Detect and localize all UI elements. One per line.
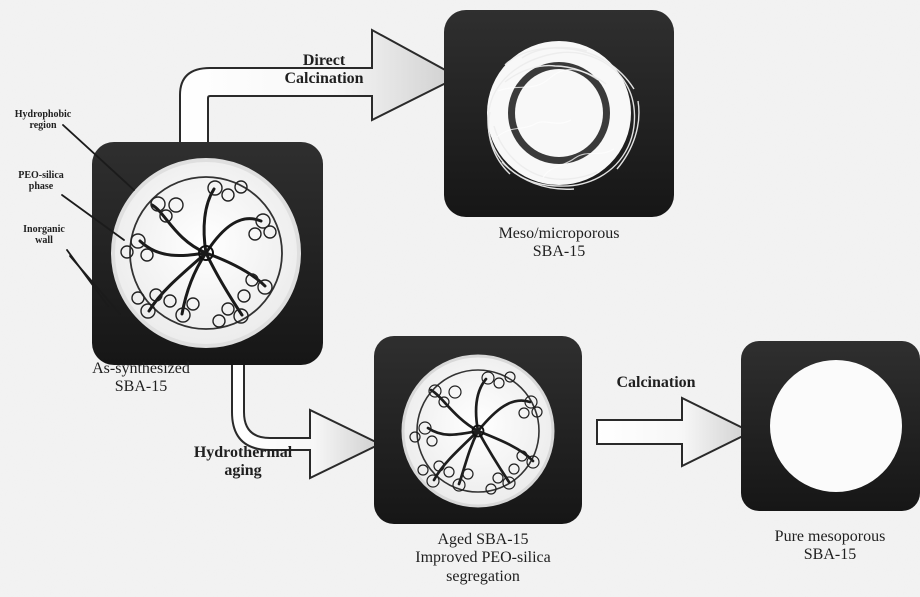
aged-sba15-panel [374, 336, 582, 524]
pure-mesoporous-label: Pure mesoporous SBA-15 [750, 528, 910, 565]
as-synthesized-panel [92, 142, 323, 365]
as-synthesized-label: As-synthesized SBA-15 [71, 360, 211, 397]
hydrothermal-aging-label: Hydrothermal aging [177, 444, 309, 481]
calcination-label: Calcination [605, 374, 707, 392]
peo-silica-phase-label: PEO-silica phase [16, 171, 66, 192]
aged-sba15-label: Aged SBA-15 Improved PEO-silica segregat… [398, 531, 568, 586]
meso-microporous-panel [444, 10, 674, 217]
pure-mesoporous-panel [741, 341, 920, 511]
meso-microporous-label: Meso/microporous SBA-15 [474, 225, 644, 262]
hydrophobic-region-label: Hydrophobic region [14, 110, 72, 131]
inorganic-wall-label: Inorganic wall [20, 225, 68, 246]
direct-calcination-label: Direct Calcination [272, 52, 376, 89]
